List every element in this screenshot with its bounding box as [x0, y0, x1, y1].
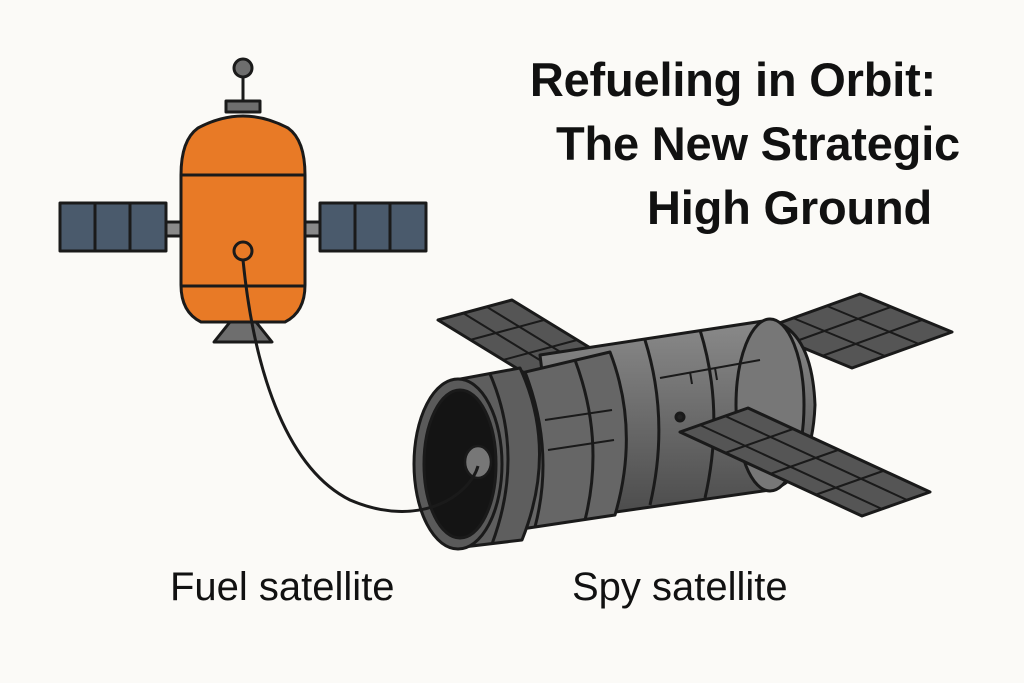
fuel-hose-icon	[241, 259, 480, 513]
title-line-3: High Ground	[647, 181, 932, 234]
title-line-1: Refueling in Orbit:	[529, 53, 936, 106]
spy-panel-lower-right	[678, 406, 932, 518]
fuel-satellite-label: Fuel satellite	[170, 565, 395, 609]
fuel-satellite-icon	[58, 57, 428, 344]
spy-panel-upper-right	[758, 292, 954, 370]
spy-satellite-icon	[412, 292, 954, 551]
title-line-2: The New Strategic	[555, 117, 960, 170]
spy-satellite-label: Spy satellite	[572, 565, 788, 609]
diagram-title: Refueling in Orbit: The New Strategic Hi…	[400, 48, 960, 240]
